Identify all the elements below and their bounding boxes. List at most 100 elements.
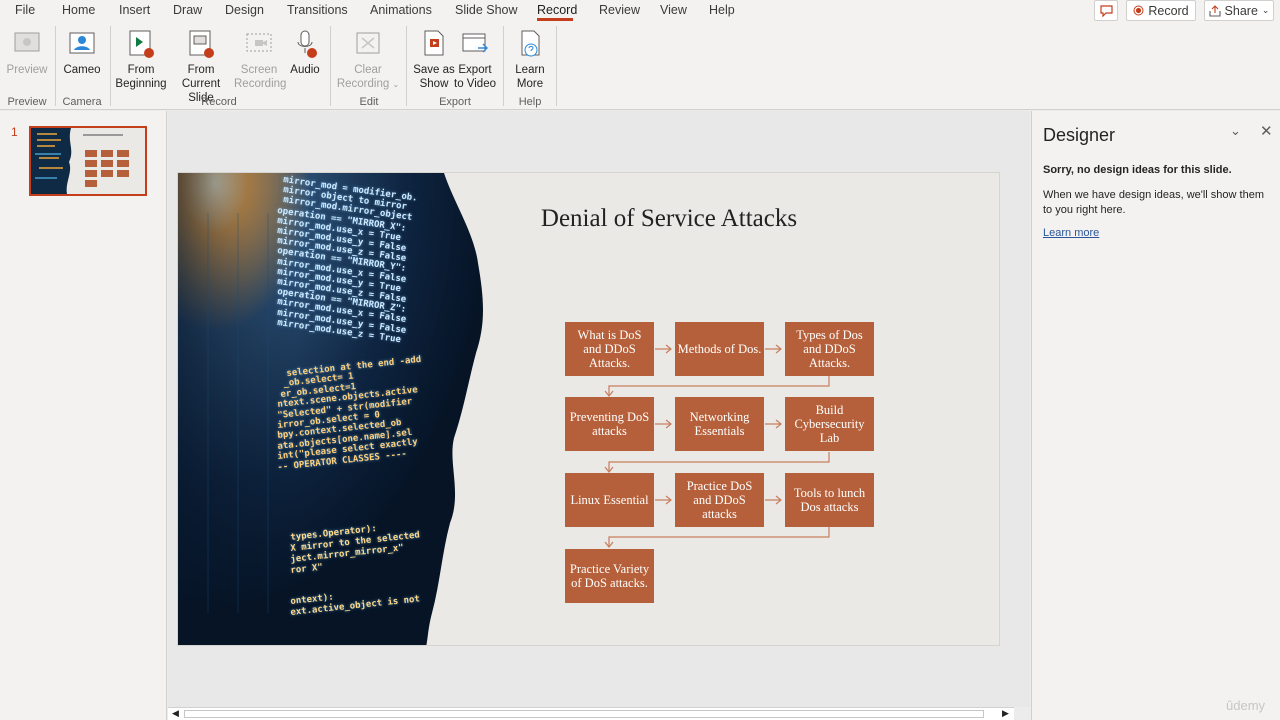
cameo-button[interactable]: Cameo bbox=[61, 28, 103, 77]
slide-graphics bbox=[178, 173, 483, 645]
ribbon-separator bbox=[110, 26, 111, 106]
preview-icon bbox=[14, 32, 40, 52]
learn-more-label-1: Learn bbox=[515, 64, 545, 76]
ribbon-separator bbox=[406, 26, 407, 106]
audio-button[interactable]: Audio bbox=[286, 28, 324, 77]
image-columns bbox=[207, 213, 269, 613]
menu-bar: File Home Insert Draw Design Transitions… bbox=[0, 0, 1280, 22]
designer-pane: Designer ⌄ ✕ Sorry, no design ideas for … bbox=[1031, 111, 1280, 720]
screen-recording-label-2: Recording bbox=[234, 78, 287, 90]
save-as-show-icon bbox=[424, 30, 444, 56]
export-video-icon bbox=[462, 33, 488, 53]
from-current-label-2: Current Slide bbox=[181, 78, 221, 104]
slide-thumbnail-pane: 1 bbox=[0, 111, 167, 720]
clear-recording-label-2: Recording bbox=[336, 78, 390, 90]
group-label-help: Help bbox=[518, 96, 542, 108]
designer-title: Designer bbox=[1043, 125, 1116, 145]
flow-box-tools[interactable]: Tools to lunch Dos attacks bbox=[785, 473, 874, 527]
microphone-icon bbox=[297, 30, 317, 58]
from-current-label-1: From bbox=[187, 64, 215, 76]
tab-help[interactable]: Help bbox=[709, 3, 735, 17]
record-button[interactable]: Record bbox=[1126, 0, 1196, 21]
slide[interactable]: mirror_mod = modifier_ob.mirror object t… bbox=[177, 172, 1000, 646]
comments-button[interactable] bbox=[1094, 0, 1118, 21]
clear-recording-icon bbox=[356, 32, 380, 54]
tab-view[interactable]: View bbox=[660, 3, 687, 17]
scroll-right-icon[interactable]: ▶ bbox=[1002, 708, 1009, 718]
group-label-preview: Preview bbox=[7, 96, 47, 108]
preview-label: Preview bbox=[6, 64, 48, 76]
scroll-thumb[interactable] bbox=[184, 710, 984, 718]
slide-title[interactable]: Denial of Service Attacks bbox=[540, 205, 798, 232]
horizontal-scrollbar[interactable]: ◀ ▶ bbox=[168, 707, 1014, 720]
chevron-down-icon: ⌄ bbox=[1261, 5, 1270, 15]
record-icon bbox=[1133, 5, 1144, 16]
tab-design[interactable]: Design bbox=[225, 3, 264, 17]
tab-record[interactable]: Record bbox=[537, 3, 578, 17]
from-current-slide-button[interactable]: From Current Slide bbox=[168, 28, 234, 105]
flow-box-networking[interactable]: Networking Essentials bbox=[675, 397, 764, 451]
tab-animations[interactable]: Animations bbox=[370, 3, 432, 17]
slide-number: 1 bbox=[11, 125, 18, 139]
ribbon-separator bbox=[503, 26, 504, 106]
udemy-watermark: ûdemy bbox=[1226, 698, 1266, 713]
from-beginning-button[interactable]: From Beginning bbox=[114, 28, 168, 91]
flow-box-linux[interactable]: Linux Essential bbox=[565, 473, 654, 527]
share-icon bbox=[1208, 4, 1221, 17]
chevron-down-icon[interactable]: ⌄ bbox=[1230, 123, 1241, 138]
help-icon bbox=[521, 30, 540, 57]
flow-box-types[interactable]: Types of Dos and DDoS Attacks. bbox=[785, 322, 874, 376]
tab-insert[interactable]: Insert bbox=[119, 3, 151, 17]
clear-recording-button[interactable]: Clear Recording ⌄ bbox=[336, 28, 400, 92]
screen-recording-button[interactable]: Screen Recording bbox=[234, 28, 287, 91]
tab-slide-show[interactable]: Slide Show bbox=[455, 3, 518, 17]
export-video-label-1: Export bbox=[458, 64, 492, 76]
cameo-label: Cameo bbox=[63, 64, 101, 76]
chevron-down-icon: ⌄ bbox=[392, 80, 400, 89]
slide-thumbnail[interactable] bbox=[29, 126, 147, 196]
from-beginning-label-1: From bbox=[127, 64, 155, 76]
share-label: Share bbox=[1224, 3, 1258, 18]
tab-home[interactable]: Home bbox=[62, 3, 96, 17]
export-video-label-2: to Video bbox=[454, 78, 496, 90]
save-as-show-label-2: Show bbox=[419, 78, 449, 90]
designer-message: When we have design ideas, we'll show th… bbox=[1043, 189, 1264, 216]
record-from-beginning-icon bbox=[129, 30, 154, 58]
ribbon: Preview Cameo From Beginning From Curren… bbox=[0, 22, 1280, 129]
ribbon-separator bbox=[556, 26, 557, 106]
image-shade bbox=[178, 173, 478, 645]
group-label-export: Export bbox=[439, 96, 471, 108]
slide-thumbnail-preview bbox=[31, 128, 145, 194]
slide-editing-area: mirror_mod = modifier_ob.mirror object t… bbox=[168, 111, 1030, 707]
flow-connectors bbox=[604, 344, 830, 548]
audio-label: Audio bbox=[290, 64, 320, 76]
clear-recording-label-1: Clear bbox=[354, 64, 382, 76]
preview-button[interactable]: Preview bbox=[6, 28, 48, 77]
cameo-icon bbox=[69, 32, 95, 54]
tab-draw[interactable]: Draw bbox=[173, 3, 203, 17]
tab-file[interactable]: File bbox=[15, 3, 36, 17]
record-from-current-icon bbox=[189, 30, 214, 58]
screen-recording-icon bbox=[246, 33, 272, 52]
ribbon-separator bbox=[330, 26, 331, 106]
screen-recording-label-1: Screen bbox=[240, 64, 278, 76]
comment-icon bbox=[1099, 4, 1113, 17]
tab-review[interactable]: Review bbox=[599, 3, 640, 17]
learn-more-button[interactable]: Learn More bbox=[510, 28, 550, 91]
flow-box-practice-variety[interactable]: Practice Variety of DoS attacks. bbox=[565, 549, 654, 603]
scroll-left-icon[interactable]: ◀ bbox=[172, 708, 179, 718]
flow-box-preventing[interactable]: Preventing DoS attacks bbox=[565, 397, 654, 451]
designer-learn-more-link[interactable]: Learn more bbox=[1043, 227, 1100, 239]
flow-box-build-lab[interactable]: Build Cybersecurity Lab bbox=[785, 397, 874, 451]
group-label-record: Record bbox=[201, 96, 237, 108]
group-label-camera: Camera bbox=[62, 96, 102, 108]
save-as-show-button[interactable]: Save as Show bbox=[412, 28, 456, 91]
tab-transitions[interactable]: Transitions bbox=[287, 3, 348, 17]
flow-box-methods[interactable]: Methods of Dos. bbox=[675, 322, 764, 376]
learn-more-label-2: More bbox=[516, 78, 544, 90]
share-button[interactable]: Share ⌄ bbox=[1204, 0, 1274, 21]
flow-box-practice[interactable]: Practice DoS and DDoS attacks bbox=[675, 473, 764, 527]
flow-box-what-is-dos[interactable]: What is DoS and DDoS Attacks. bbox=[565, 322, 654, 376]
export-to-video-button[interactable]: Export to Video bbox=[454, 28, 496, 91]
close-icon[interactable]: ✕ bbox=[1260, 123, 1273, 140]
